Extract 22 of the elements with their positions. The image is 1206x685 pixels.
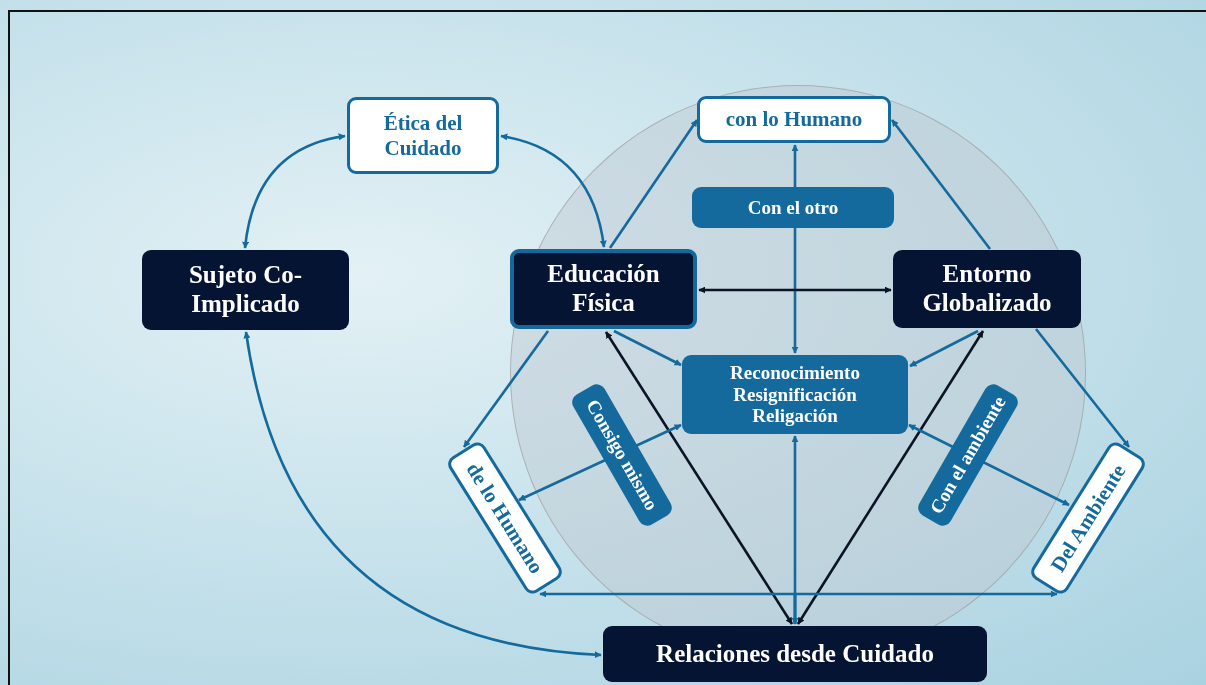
arrow: [608, 119, 699, 249]
arrow: [793, 590, 1058, 624]
central-concept-box: Educación Física: [510, 249, 697, 329]
edge-label: Con el otro: [692, 187, 894, 228]
arrow: [500, 133, 607, 248]
arrow: [613, 329, 682, 367]
outlined-box: con lo Humano: [697, 96, 891, 143]
arrow: [604, 331, 794, 625]
outlined-box: Ética del Cuidado: [347, 97, 499, 174]
arrow: [890, 119, 992, 250]
arrow: [462, 330, 550, 448]
arrow: [909, 329, 979, 368]
arrow: [243, 331, 602, 658]
concept-box: Sujeto Co-Implicado: [142, 250, 349, 330]
arrow: [1034, 328, 1131, 448]
arrow: [791, 435, 799, 625]
arrow: [796, 330, 985, 625]
concept-box: Relaciones desde Cuidado: [603, 626, 987, 682]
concept-box: Entorno Globalizado: [893, 250, 1081, 328]
arrow: [242, 133, 346, 249]
arrow: [698, 286, 892, 294]
process-box: Reconocimiento Resignificación Religación: [682, 355, 908, 434]
